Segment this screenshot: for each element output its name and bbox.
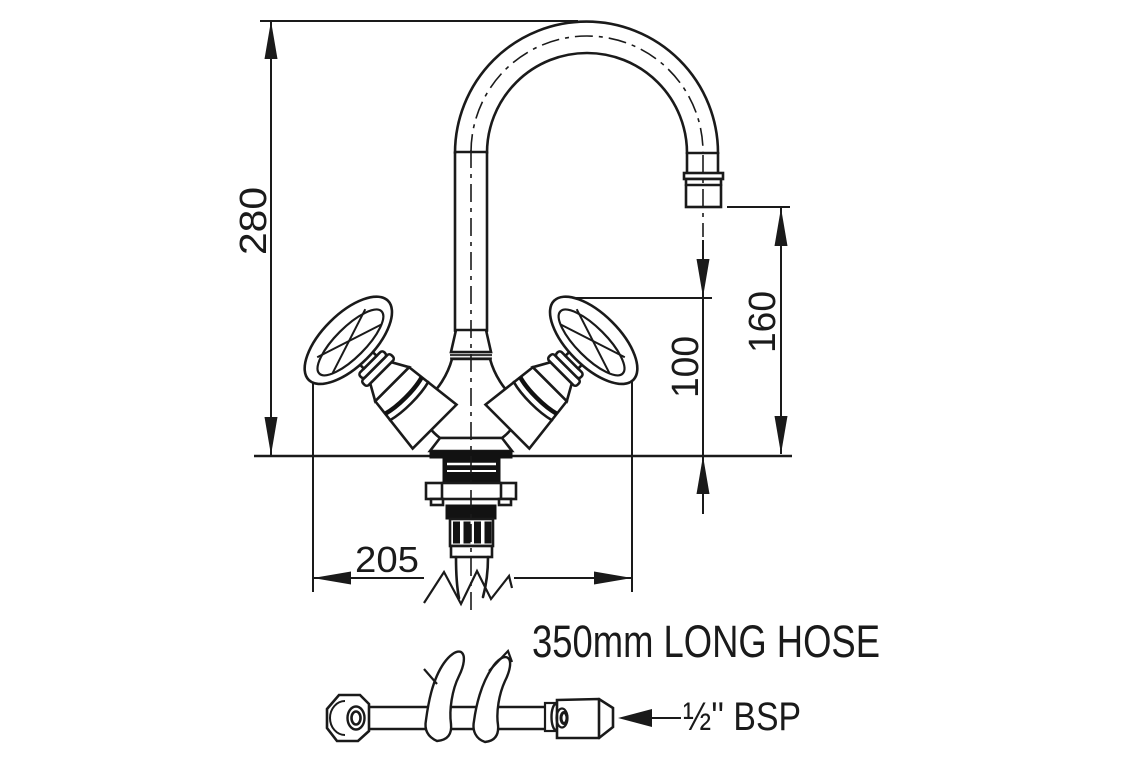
hose-break-loop	[472, 655, 512, 744]
dimension-100: 100	[665, 240, 710, 514]
dim-label-100: 100	[665, 336, 707, 398]
dim-label-160: 160	[742, 291, 784, 353]
dimension-280: 280	[233, 21, 278, 455]
break-tick	[423, 668, 438, 685]
arrowhead-up-icon	[774, 208, 788, 246]
dimension-160: 160	[742, 208, 788, 454]
spout-inner-arc	[485, 51, 689, 155]
leader-arrowhead-icon	[618, 709, 652, 727]
faucet-spout	[453, 20, 720, 333]
dimension-205: 205	[313, 539, 632, 585]
dim-label-205: 205	[355, 539, 419, 580]
arrowhead-down-icon	[696, 259, 710, 297]
spout-outer-arc	[453, 20, 720, 155]
break-symbol	[423, 568, 514, 607]
arrowhead-up-icon	[264, 21, 278, 59]
thread-size-note: ½'' BSP	[683, 695, 801, 739]
mounting-shank	[423, 457, 518, 607]
left-valve-assembly	[303, 295, 459, 451]
hose-end-nut-right	[555, 697, 615, 740]
arrowhead-down-icon	[264, 417, 278, 455]
arrowhead-right-icon	[594, 571, 632, 585]
arrowhead-down-icon	[774, 416, 788, 454]
inlet-tube-right-edge	[481, 555, 490, 599]
arrowhead-up-icon	[696, 456, 710, 494]
hose-length-note: 350mm LONG HOSE	[532, 616, 880, 667]
centerlines	[470, 35, 704, 612]
right-valve-assembly	[483, 295, 639, 451]
dimension-extension-lines	[254, 20, 792, 592]
break-tick	[488, 648, 514, 672]
dim-label-280: 280	[233, 187, 275, 255]
inlet-tube-left-edge	[454, 555, 461, 600]
flexible-hose-detail	[325, 648, 681, 744]
hose-break-loop	[424, 650, 466, 743]
arrowhead-left-icon	[313, 571, 351, 585]
